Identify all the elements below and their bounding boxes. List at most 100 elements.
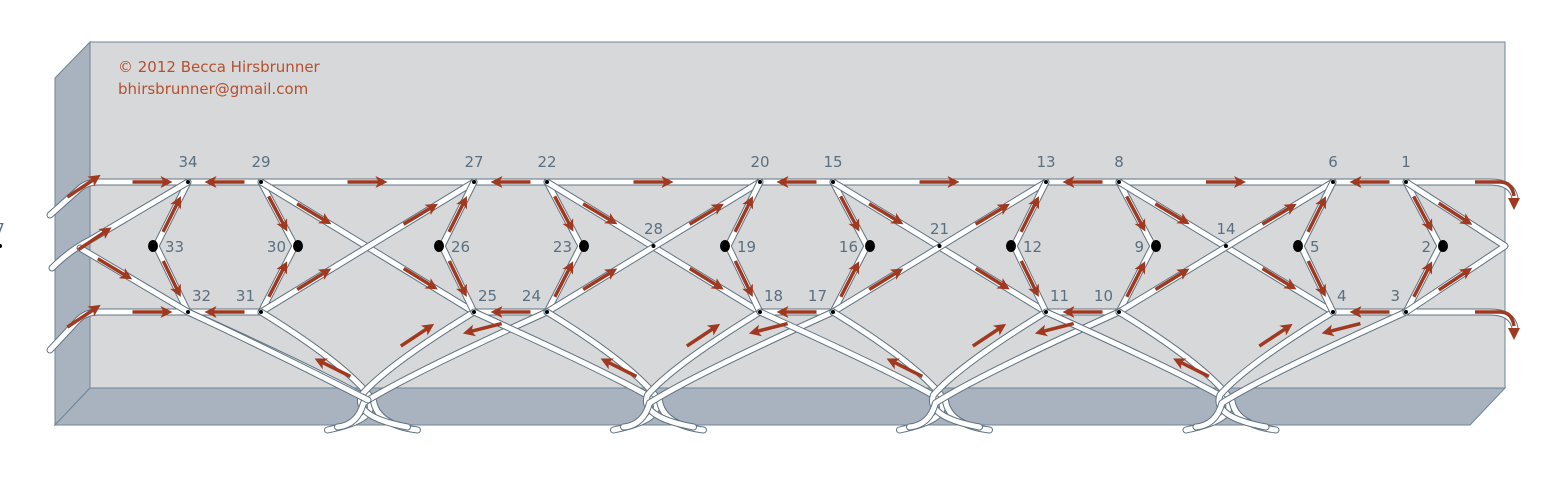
arrow-shaft [66,306,97,329]
arrow-head [1134,218,1146,232]
pin-label: 27 [464,153,483,171]
arrow-shaft [1040,321,1075,334]
pin-hole [720,240,730,252]
pin-hole [0,244,2,248]
arrow-shaft [161,260,180,293]
pin-label: 28 [644,220,663,238]
pin-label: 7 [0,220,5,238]
arrow-head [1283,278,1297,290]
pin-hole [1404,180,1408,184]
arrow-head [748,324,762,337]
pin-label: 32 [192,287,211,305]
arrow-shaft [974,266,1006,288]
arrow-head [848,261,860,275]
pin-label: 9 [1134,238,1144,256]
arrow-head [1173,358,1187,370]
direction-arrows [66,174,1520,379]
arrow-head [424,203,438,216]
pin-label: 31 [236,287,255,305]
pin-label: 34 [178,153,197,171]
arrow-head [204,306,217,318]
pin-hole [472,310,476,314]
arrow-shaft [868,202,900,223]
pin-label: 23 [553,238,572,256]
arrow-head [776,306,789,318]
pin-hole [1006,240,1016,252]
arrow-head [1028,196,1039,210]
pin-label: 24 [522,287,541,305]
crossing-thread [258,179,477,315]
arrow-head [710,278,724,290]
arrow-head [947,176,960,188]
arrow-head [742,196,753,210]
arrow-shaft [553,265,572,298]
arrow-head [1176,212,1190,225]
copyright-text: © 2012 Becca Hirsbrunner [118,58,320,76]
arrow-shaft [733,260,752,293]
pin-label: 12 [1023,238,1042,256]
arrow-shaft [839,265,858,298]
twist-thread [358,309,477,430]
pins [0,180,1448,314]
pin-label: 1 [1401,153,1411,171]
pin-label: 26 [451,238,470,256]
twist-thread [335,309,550,430]
pin-hole [1293,240,1303,252]
pin-label: 10 [1094,287,1113,305]
pin-hole [865,240,875,252]
arrow-shaft [553,195,573,228]
pin-label: 11 [1050,287,1069,305]
twist-thread [621,309,836,430]
arrow-head [889,268,904,280]
arrow-head [603,268,618,280]
arrow-shaft [77,229,108,252]
pin-hole [186,180,190,184]
arrow-head [992,323,1007,336]
pin-hole [937,244,942,248]
email-text: bhirsbrunner@gmail.com [118,80,309,98]
exit-arrow-curve [1475,310,1516,327]
pin-hole [259,310,263,314]
pin-label: 25 [478,287,497,305]
pin-label: 17 [808,287,827,305]
pin-label: 16 [839,238,858,256]
arrow-head [170,196,181,210]
arrow-shaft [582,270,614,292]
exit-arrow-head [1508,328,1520,340]
pin-hole [1224,244,1228,248]
arrow-shaft [402,205,434,226]
pin-hole [1331,310,1335,314]
arrow-shaft [754,321,789,334]
arrow-head [1315,196,1326,210]
pin-label: 18 [764,287,783,305]
arrow-head [776,176,789,188]
twist-thread [644,309,763,430]
pin-hole [259,180,263,184]
pin-hole [545,310,549,314]
board-bottom-side [53,387,1507,426]
arrow-shaft [605,359,638,379]
pin-hole [1044,180,1048,184]
arrow-head [160,306,173,318]
pin-hole [186,310,190,314]
pin-label: 6 [1328,153,1338,171]
arrow-head [706,323,721,336]
arrow-head [462,324,476,337]
arrow-shaft [685,325,717,348]
arrow-head [1349,176,1362,188]
arrow-shaft [267,195,287,228]
arrow-head [170,283,181,297]
twist-thread [930,309,1049,430]
board-left-side [54,40,91,427]
arrow-head [1458,213,1473,225]
arrow-head [562,261,574,275]
twist-thread [907,309,1122,430]
arrow-head [890,212,904,225]
arrow-head [204,176,217,188]
arrow-head [996,203,1010,216]
arrow-head [118,267,133,280]
arrow-head [1421,218,1433,232]
arrow-shaft [1437,269,1469,292]
arrow-head [604,212,618,225]
pin-hole [1404,310,1408,314]
